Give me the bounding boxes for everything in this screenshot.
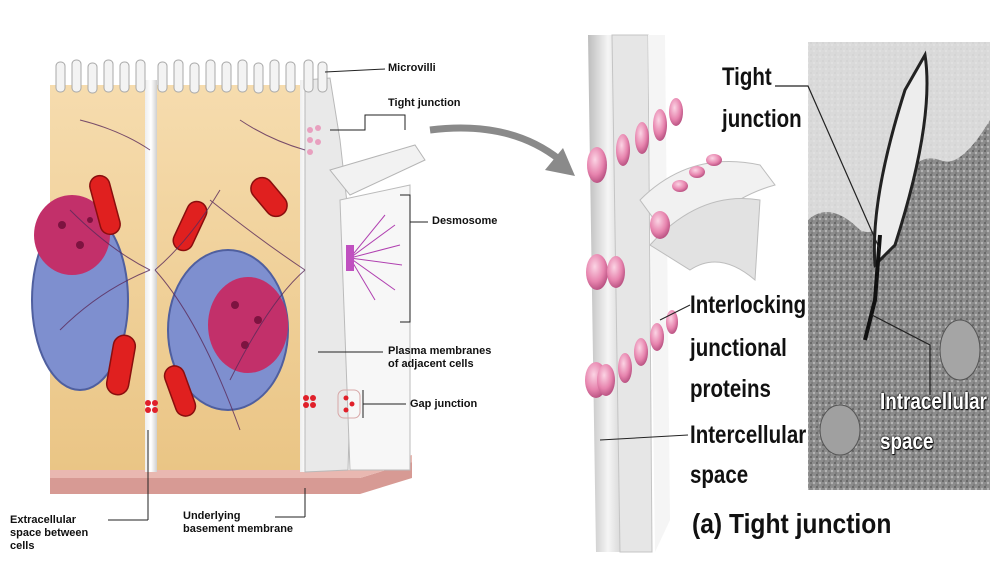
label-interlocking-line3: proteins xyxy=(690,374,771,404)
lateral-membrane xyxy=(145,80,157,472)
epithelium-illustration xyxy=(32,60,425,494)
label-microvilli: Microvilli xyxy=(388,62,436,75)
label-interlocking-line2: junctional xyxy=(690,333,787,363)
label-tight-junction: Tight junction xyxy=(388,97,461,110)
label-plasma-membranes-line2: of adjacent cells xyxy=(388,358,474,371)
figure-caption: (a) Tight junction xyxy=(692,508,891,540)
microvilli-row xyxy=(56,60,327,93)
label-basement-line1: Underlying xyxy=(183,510,240,523)
label-intercellular-line2: space xyxy=(690,460,748,490)
label-extracellular-line3: cells xyxy=(10,540,34,553)
label-extracellular-line1: Extracellular xyxy=(10,514,76,527)
label-plasma-membranes-line1: Plasma membranes xyxy=(388,345,491,358)
label-desmosome: Desmosome xyxy=(432,215,497,228)
label-tight-junction-line1: Tight xyxy=(722,62,772,92)
label-interlocking-line1: Interlocking xyxy=(690,290,806,320)
label-gap-junction: Gap junction xyxy=(410,398,477,411)
label-extracellular-line2: space between xyxy=(10,527,88,540)
electron-micrograph xyxy=(808,42,990,490)
label-tight-junction-line2: junction xyxy=(722,104,802,134)
label-micro-intracellular-line2: space xyxy=(880,428,933,455)
label-basement-line2: basement membrane xyxy=(183,523,293,536)
zoom-arrow xyxy=(430,128,560,160)
label-micro-intracellular-line1: Intracellular xyxy=(880,388,987,415)
label-intercellular-line1: Intercellular xyxy=(690,420,806,450)
